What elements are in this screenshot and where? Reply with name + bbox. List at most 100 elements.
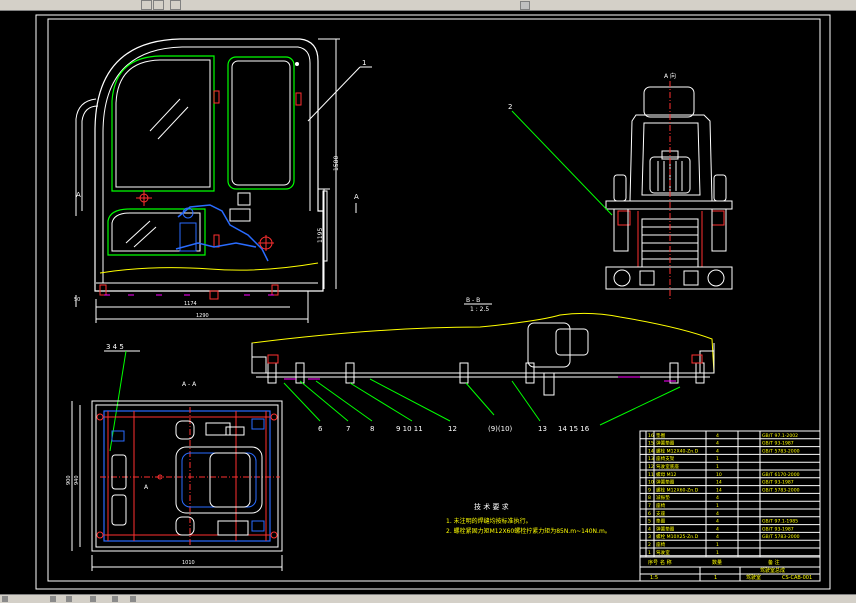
tb-title: 驾驶室总成	[760, 567, 785, 574]
tb-header-no: 序号	[648, 559, 658, 566]
status-icon	[130, 596, 136, 602]
parts-row-no: 1	[648, 550, 651, 556]
section-bb-scale: 1 : 2.5	[470, 306, 489, 313]
parts-row-qty: 4	[716, 495, 719, 501]
parts-row-name: 螺栓 M12X40-Zn.D	[656, 447, 699, 454]
toolbar-button[interactable]	[170, 0, 181, 10]
tb-header-qty: 数量	[712, 559, 722, 566]
outer-frame	[35, 14, 831, 590]
parts-row-no: 2	[648, 542, 651, 548]
scroll-arrow-icon[interactable]	[520, 1, 530, 10]
parts-row-qty: 4	[716, 433, 719, 439]
parts-row-no: 10	[648, 480, 654, 486]
cab-dimensions	[75, 38, 340, 323]
parts-row-no: 3	[648, 534, 651, 540]
parts-row-std: GB/T 6170-2000	[762, 472, 800, 478]
plan-dimensions	[71, 401, 283, 571]
parts-row-no: 5	[648, 519, 651, 525]
view-a-top-label: A 向	[664, 72, 676, 80]
callout-9-10-paren: (9)(10)	[488, 425, 513, 433]
parts-row-qty: 4	[716, 519, 719, 525]
parts-row-no: 9	[648, 487, 651, 493]
parts-row-qty: 4	[716, 526, 719, 532]
parts-row-no: 12	[648, 464, 654, 470]
parts-row-no: 4	[648, 526, 651, 532]
dim-cab-base-width: 1174	[184, 301, 197, 307]
callout-3-4-5: 3 4 5	[106, 343, 124, 351]
parts-row-qty: 1	[716, 464, 719, 470]
section-bb-profile	[251, 312, 715, 396]
plan-arrow-a-label: A	[144, 484, 149, 491]
parts-row-name: 座椅支架	[656, 455, 675, 462]
dim-plan-left-b: 940	[74, 475, 80, 485]
tb-header-std: 备 注	[768, 559, 780, 566]
callout-13: 13	[538, 425, 547, 433]
tb-drawing-no: 驾驶室	[746, 574, 761, 581]
status-icon	[90, 596, 96, 602]
parts-row-no: 15	[648, 441, 654, 447]
status-icon	[66, 596, 72, 602]
parts-row-name: 驾驶室底座	[656, 463, 679, 470]
callout-8: 8	[370, 425, 374, 433]
toolbar-button[interactable]	[141, 0, 152, 10]
parts-row-qty: 14	[716, 487, 722, 493]
status-icon	[50, 596, 56, 602]
tb-header-name: 名 称	[660, 559, 672, 566]
parts-row-std: GB/T 5783-2000	[762, 448, 800, 454]
parts-row-name: 垫圈	[656, 432, 666, 439]
callout-6: 6	[318, 425, 323, 433]
cab-side-view	[75, 38, 328, 300]
parts-row-no: 7	[648, 503, 651, 509]
tb-scale: 1:5	[650, 575, 658, 581]
callout-9-10-11: 9 10 11	[396, 425, 423, 433]
section-aa-label: A - A	[182, 381, 197, 388]
parts-row-name: 弹簧垫圈	[656, 479, 675, 486]
dim-cab-mid-height: 1195	[317, 228, 324, 243]
parts-row-qty: 14	[716, 480, 722, 486]
leader-callout-1	[307, 66, 361, 122]
parts-row-std: GB/T 93-1987	[762, 480, 794, 486]
section-aa-plan	[91, 400, 283, 552]
parts-row-std: GB/T 97.1-1985	[762, 519, 798, 525]
dim-cab-total-width: 1290	[196, 313, 209, 319]
parts-row-qty: 4	[716, 534, 719, 540]
parts-row-std: GB/T 97.1-2002	[762, 433, 798, 439]
notes-line-1: 1. 未注明的焊缝均按标准执行。	[446, 517, 532, 525]
callout-12: 12	[448, 425, 457, 433]
callout-7: 7	[346, 425, 350, 433]
parts-row-std: GB/T 5783-2000	[762, 487, 800, 493]
section-bb-callouts: 6 7 8 9 10 11 12 (9)(10) 13 14 15 16	[318, 425, 590, 433]
parts-row-name: 驾驶室	[656, 549, 670, 556]
tb-sheet: 1	[714, 575, 717, 581]
window-toolbar	[0, 0, 856, 11]
parts-row-std: GB/T 93-1987	[762, 441, 794, 447]
parts-row-qty: 1	[716, 503, 719, 509]
notes-line-2: 2. 螺栓紧固力矩M12X60螺栓拧紧力矩为85N.m~140N.m。	[446, 527, 611, 535]
parts-row-qty: 4	[716, 511, 719, 517]
parts-row-qty: 1	[716, 542, 719, 548]
parts-row-no: 14	[648, 448, 654, 454]
parts-row-no: 16	[648, 433, 654, 439]
parts-row-no: 13	[648, 456, 654, 462]
parts-row-qty: 1	[716, 456, 719, 462]
leader-callout-2	[511, 110, 613, 216]
parts-row-no: 8	[648, 495, 651, 501]
parts-row-name: 垫圈	[656, 518, 666, 525]
parts-row-name: 螺栓 M12X60-Zn.D	[656, 486, 699, 493]
toolbar-button[interactable]	[153, 0, 164, 10]
parts-row-no: 6	[648, 511, 651, 517]
parts-row-name: 座椅	[656, 541, 666, 548]
parts-row-qty: 1	[716, 550, 719, 556]
parts-row-name: 螺栓 M10X25-Zn.D	[656, 533, 699, 540]
callout-14-15-16: 14 15 16	[558, 425, 590, 433]
dim-plan-left-a: 900	[66, 475, 72, 485]
parts-row-qty: 4	[716, 441, 719, 447]
view-a-right-label: A	[354, 193, 359, 201]
parts-row-name: 座椅	[656, 502, 666, 509]
parts-row-no: 11	[648, 472, 654, 478]
cad-drawing-canvas[interactable]: 1580 1195 1174 1290 50 A A 1 A 向	[0, 11, 856, 594]
status-icon	[2, 596, 8, 602]
parts-row-name: 螺母 M12	[656, 471, 677, 478]
callout-1: 1	[362, 59, 366, 67]
